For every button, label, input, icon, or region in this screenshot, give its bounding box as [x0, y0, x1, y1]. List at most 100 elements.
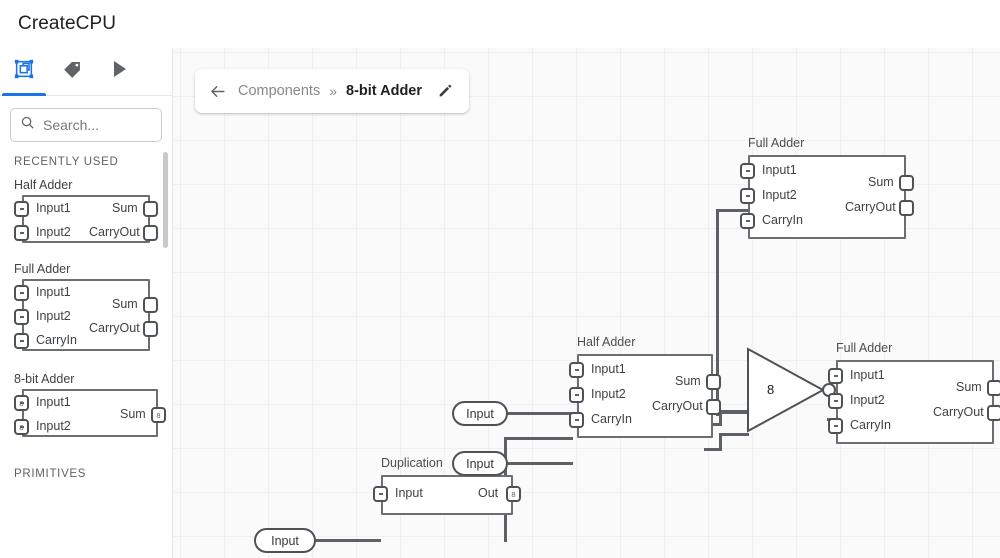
schematic-canvas[interactable]: Components » 8-bit Adder — [173, 48, 1000, 558]
port-out[interactable]: 8 — [506, 486, 521, 502]
node-half-adder[interactable]: Half Adder Input1 Input2 CarryIn Sum Car… — [569, 335, 729, 464]
palette-item-8bit-adder[interactable]: 8-bit Adder 8 Input1 8 Input2 8 Sum — [14, 372, 172, 442]
search-input[interactable]: Search... — [10, 108, 162, 142]
search-placeholder: Search... — [43, 117, 100, 133]
port-stub — [575, 419, 579, 421]
block-body — [22, 389, 158, 437]
port-label: CarryOut — [933, 405, 984, 419]
palette-item-label: Half Adder — [14, 178, 73, 192]
port-label: Sum — [112, 297, 138, 311]
wire-trunk-to-fulladder-input2 — [716, 209, 754, 212]
port-sum[interactable] — [706, 374, 721, 390]
port-carryout[interactable] — [706, 399, 721, 415]
port-stub — [575, 394, 579, 396]
port-sum[interactable] — [899, 175, 914, 191]
component-select-icon — [13, 58, 35, 85]
node-full-adder-right[interactable]: Full Adder Input1 Input2 CarryIn Sum Car… — [828, 341, 1000, 470]
pencil-icon[interactable] — [435, 81, 455, 101]
port-label: Input2 — [36, 419, 71, 433]
tag-icon — [62, 59, 83, 85]
port-stub — [20, 340, 24, 342]
port-stub — [20, 316, 24, 318]
palette-block-full-adder: Input1 Input2 CarryIn Sum CarryOut — [14, 279, 172, 353]
pin-input-3[interactable]: Input — [254, 528, 316, 553]
wire-trunk-vertical — [716, 211, 719, 416]
tab-components[interactable] — [0, 48, 48, 96]
play-icon — [112, 60, 128, 83]
node-duplication[interactable]: Duplication Input 8 Out — [373, 456, 523, 535]
search-area: Search... — [0, 96, 172, 142]
node-title: Half Adder — [577, 335, 636, 349]
wire-pin3-to-duplication — [310, 539, 381, 542]
palette-block-half-adder: Input1 Input2 Sum CarryOut — [14, 195, 172, 245]
section-primitives: PRIMITIVES — [14, 468, 87, 480]
pin-input-2[interactable]: Input — [452, 451, 508, 476]
tab-labels[interactable] — [48, 48, 96, 95]
port-label: Input1 — [591, 362, 626, 376]
port-label: Input2 — [591, 387, 626, 401]
port-label: Sum — [868, 175, 894, 189]
wire-carryout-to-buffer — [719, 433, 749, 436]
port-stub — [20, 292, 24, 294]
breadcrumb-separator: » — [329, 83, 338, 99]
node-title: Duplication — [381, 456, 443, 470]
section-recently-used: RECENTLY USED — [14, 156, 119, 168]
port-sum[interactable] — [143, 201, 158, 217]
port-label: Input2 — [850, 393, 885, 407]
node-full-adder-top[interactable]: Full Adder Input1 Input2 CarryIn Sum Car… — [740, 136, 914, 260]
wire-carryout-riser — [719, 433, 722, 451]
port-sum[interactable] — [143, 297, 158, 313]
port-label: Sum — [120, 407, 146, 421]
port-stub — [20, 232, 24, 234]
wire-dup-out-to-input2 — [504, 437, 573, 440]
port-label: Input1 — [36, 201, 71, 215]
port-stub — [379, 493, 383, 495]
port-stub — [20, 426, 24, 428]
breadcrumb-parent[interactable]: Components — [238, 83, 321, 99]
palette-item-half-adder[interactable]: Half Adder Input1 Input2 Sum CarryOut — [14, 178, 172, 244]
port-sum[interactable]: 8 — [151, 407, 166, 423]
port-label: CarryIn — [762, 213, 803, 227]
breadcrumb: Components » 8-bit Adder — [195, 69, 470, 113]
app-title: CreateCPU — [18, 13, 117, 34]
port-label: Out — [478, 486, 499, 500]
block-body — [22, 279, 150, 351]
wire-carryout-stub — [704, 448, 722, 451]
palette-item-full-adder[interactable]: Full Adder Input1 Input2 CarryIn Sum Car… — [14, 262, 172, 354]
port-stub — [746, 170, 750, 172]
port-stub — [20, 208, 24, 210]
port-label: Sum — [112, 201, 138, 215]
port-label: Input2 — [762, 188, 797, 202]
port-label: CarryOut — [652, 399, 703, 413]
block-body — [22, 195, 150, 243]
port-label: CarryIn — [850, 418, 891, 432]
arrow-left-icon[interactable] — [205, 79, 229, 103]
title-bar: CreateCPU — [0, 0, 1000, 48]
palette-item-label: Full Adder — [14, 262, 71, 276]
port-carryout[interactable] — [899, 200, 914, 216]
port-sum[interactable] — [987, 380, 1000, 396]
port-label: CarryOut — [845, 200, 896, 214]
port-carryout[interactable] — [143, 225, 158, 241]
port-label: Input1 — [762, 163, 797, 177]
tab-run[interactable] — [96, 48, 144, 95]
port-stub — [20, 402, 24, 404]
port-label: CarryOut — [89, 225, 140, 239]
port-stub — [834, 400, 838, 402]
port-label: Input — [395, 486, 423, 500]
sidebar-scrollbar[interactable] — [163, 152, 168, 248]
port-carryout[interactable] — [987, 405, 1000, 421]
port-stub — [746, 220, 750, 222]
port-label: Input1 — [36, 285, 71, 299]
pin-input-1[interactable]: Input — [452, 401, 508, 426]
port-carryout[interactable] — [143, 321, 158, 337]
wire-sum-to-buffer — [719, 410, 752, 414]
sidebar-tabbar — [0, 48, 172, 96]
port-label: CarryIn — [591, 412, 632, 426]
port-label: Input1 — [36, 395, 71, 409]
port-stub — [834, 425, 838, 427]
breadcrumb-current: 8-bit Adder — [346, 83, 423, 99]
port-label: CarryIn — [36, 333, 77, 347]
node-buffer-8[interactable]: 8 — [745, 346, 840, 436]
